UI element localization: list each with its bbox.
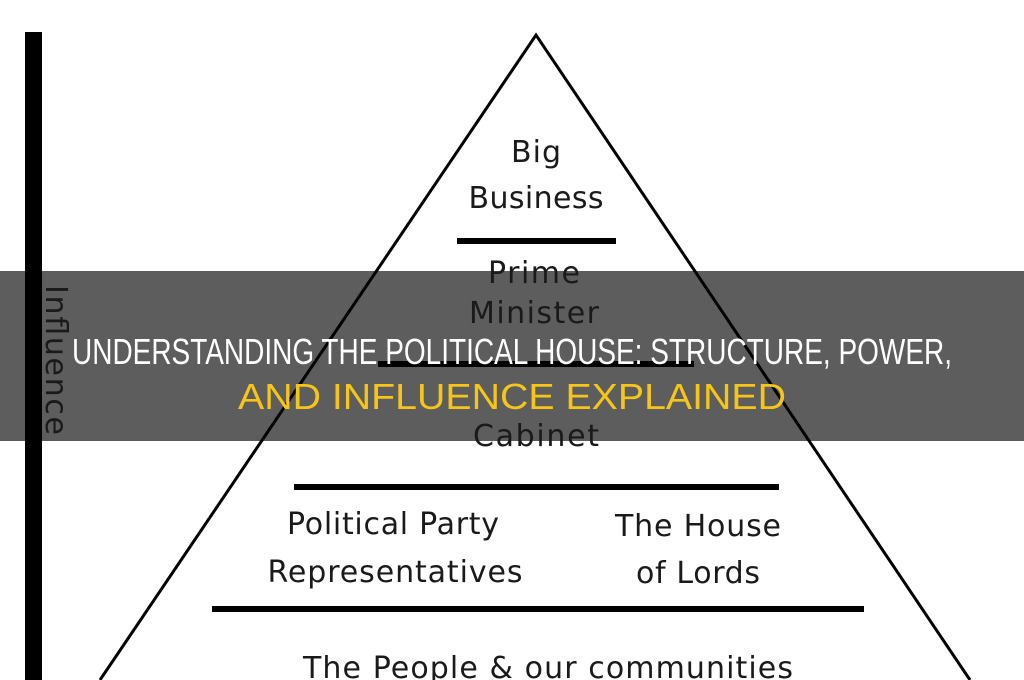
level-prime-minister-line2: Minister	[469, 296, 600, 331]
divider-1	[457, 238, 616, 244]
title-line-1: UNDERSTANDING THE POLITICAL HOUSE: STRUC…	[72, 331, 952, 372]
divider-3	[294, 484, 779, 490]
level-prime-minister-line1: Prime	[488, 256, 580, 291]
title-line-2: AND INFLUENCE EXPLAINED	[238, 376, 786, 417]
influence-axis-label: Influence	[38, 285, 73, 435]
level-lords-line1: The House	[614, 509, 781, 544]
title-line-2-wrap: AND INFLUENCE EXPLAINED	[238, 376, 786, 417]
title-banner	[0, 271, 1024, 441]
level-lords-line2: of Lords	[636, 556, 760, 591]
level-big-business-line1: Big	[511, 135, 561, 170]
pyramid-outline	[98, 32, 972, 680]
level-party-line2: Representatives	[268, 555, 523, 590]
level-cabinet: Cabinet	[473, 419, 599, 454]
level-people: The People & our communities	[302, 651, 793, 680]
divider-4	[212, 606, 864, 612]
title-line-1-wrap: UNDERSTANDING THE POLITICAL HOUSE: STRUC…	[72, 331, 952, 372]
level-party-line1: Political Party	[287, 507, 499, 542]
divider-2	[378, 361, 694, 367]
influence-axis-bar	[25, 32, 42, 680]
level-big-business-line2: Business	[469, 181, 604, 216]
